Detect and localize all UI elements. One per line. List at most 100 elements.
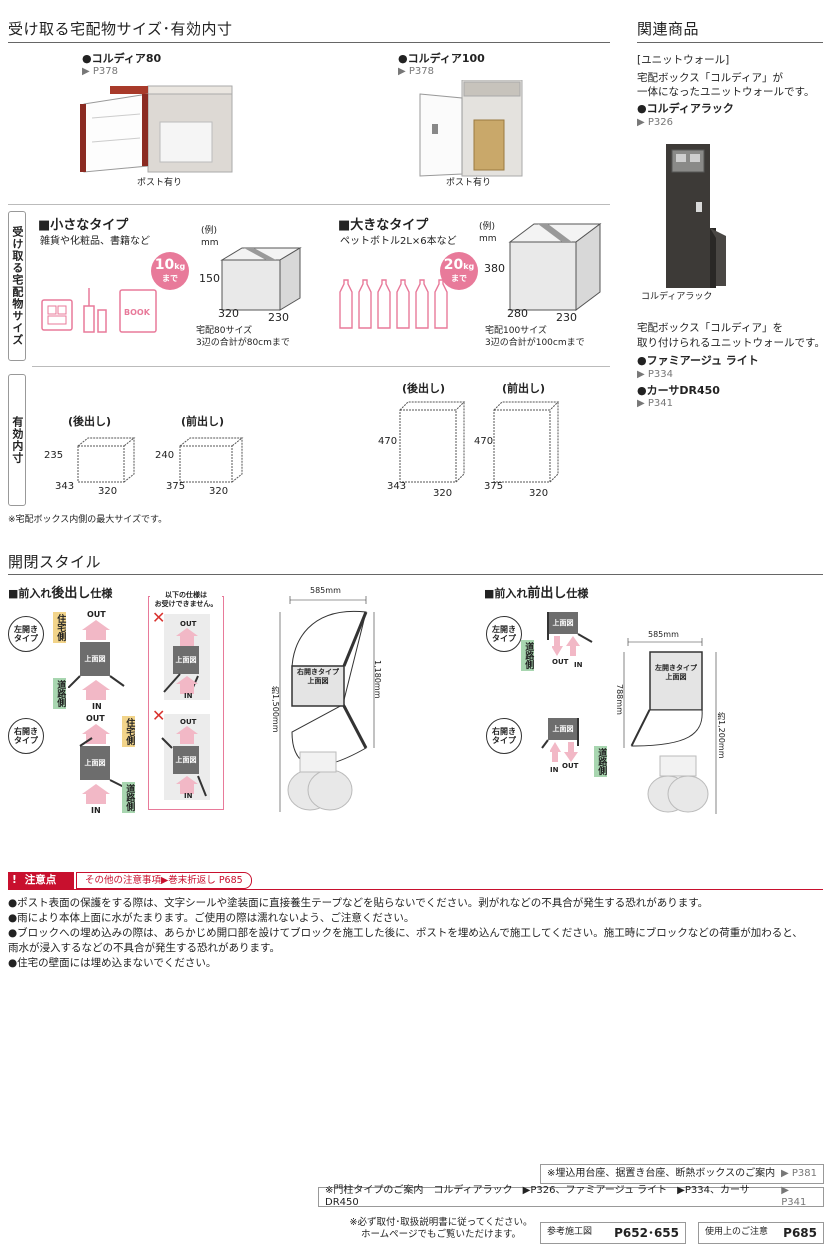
large-note: 3辺の合計が100cmまで	[485, 338, 585, 348]
inner80-front-d: 375	[166, 481, 186, 492]
footer-doc-line: ホームページでもご覧いただけます。	[360, 1229, 522, 1240]
house-side-tag: 住宅側	[53, 612, 67, 643]
related-desc: 宅配ボックス「コルディア」を	[637, 322, 783, 334]
title-part: 前出し	[527, 586, 567, 601]
top-view-box: 上面図	[173, 646, 199, 674]
plan-back-drawing	[279, 596, 375, 812]
small-type-sub: 雑貨や化粧品、書籍など	[40, 236, 150, 247]
ng-title-line: お受けできません。	[154, 600, 218, 608]
book-label: BOOK	[124, 308, 150, 317]
caution-item: 雨水が浸入するなどの不具合が発生する恐れがあります。	[8, 942, 280, 954]
product-image-80	[80, 85, 233, 173]
title-part: ■前入れ	[8, 587, 52, 600]
left-open-type-label: 左開き タイプ	[486, 616, 522, 652]
top-view-box: 上面図	[80, 642, 110, 676]
out-label: OUT	[552, 658, 569, 666]
plan-width-label: 585mm	[310, 586, 341, 595]
size-label: 受け取る宅配物サイズ	[8, 211, 26, 361]
plan-label-line: 上面図	[307, 676, 329, 685]
door-lines	[161, 737, 207, 797]
small-unit: mm	[201, 238, 219, 248]
footer-doc-note: ※必ず取付･取扱説明書に従ってください。 ホームページでもご覧いただけます。	[346, 1217, 536, 1241]
small-type-title: ■小さなタイプ	[38, 218, 129, 233]
plan-outer-height: 約1,200mm	[717, 712, 726, 759]
use-value[interactable]: P685	[783, 1225, 817, 1240]
ng-title: 以下の仕様は お受けできません。	[150, 591, 222, 609]
use-caution-box: 使用上のご注意 P685	[698, 1222, 824, 1244]
badge-sub: まで	[451, 274, 467, 283]
small-depth: 320	[218, 307, 239, 320]
rack-caption: コルディアラック	[641, 292, 713, 302]
inner100-back-label: (後出し)	[402, 382, 446, 395]
product-caption-80: ポスト有り	[137, 178, 183, 188]
ref-value[interactable]: P652･655	[614, 1225, 679, 1240]
footer-ref[interactable]: ▶ P381	[781, 1167, 817, 1179]
right-open-type-label: 右開き タイプ	[486, 718, 522, 754]
footer-ref[interactable]: ▶ P341	[781, 1184, 807, 1209]
inner100-back-d: 343	[387, 481, 407, 492]
plan-width-label: 585mm	[648, 630, 679, 639]
in-label: IN	[574, 661, 583, 669]
related-product-casa[interactable]: ●カーサDR450	[637, 384, 720, 397]
inner80-back-w: 320	[98, 486, 118, 497]
top-view-box: 上面図	[548, 718, 578, 740]
caution-label: 注意点	[24, 873, 57, 886]
small-box-illustration	[220, 247, 302, 311]
product-name-80[interactable]: ●コルディア80	[82, 52, 162, 65]
door-lines	[68, 675, 125, 688]
divider	[8, 42, 610, 43]
related-product-rack[interactable]: ●コルディアラック	[637, 102, 734, 115]
plan-label-line: 右開きタイプ	[297, 668, 339, 676]
section-title-open-style: 開閉スタイル	[8, 553, 102, 571]
inner80-back-d: 343	[55, 481, 75, 492]
related-group: [ユニットウォール]	[637, 54, 730, 66]
ng-cross-icon: ✕	[152, 706, 166, 725]
out-label: OUT	[562, 762, 579, 770]
product-name-100[interactable]: ●コルディア100	[398, 52, 485, 65]
footer-text: ※埋込用台座、据置き台座、断熱ボックスのご案内	[547, 1167, 776, 1179]
divider	[8, 889, 823, 890]
caution-item: ●ブロックへの埋め込みの際は、あらかじめ開口部を設けてブロックを施工した後に、ポ…	[8, 927, 803, 939]
ref-label: 参考施工図	[547, 1227, 593, 1238]
right-open-type-label: 右開き タイプ	[8, 718, 44, 754]
related-ref-rack[interactable]: ▶ P326	[637, 117, 673, 128]
title-part: ■前入れ	[484, 587, 528, 600]
in-label: IN	[550, 766, 559, 774]
inner100-front-h: 470	[474, 436, 494, 447]
exclamation-icon: !	[12, 873, 17, 886]
footer-row-1: ※埋込用台座、据置き台座、断熱ボックスのご案内 ▶ P381	[540, 1164, 824, 1184]
product-caption-100: ポスト有り	[446, 178, 492, 188]
large-rei: (例)	[479, 222, 496, 232]
road-side-tag: 道路側	[53, 678, 67, 709]
caution-link[interactable]: その他の注意事項▶巻末折返し P685	[76, 872, 252, 889]
badge-unit: kg	[463, 262, 475, 271]
inner80-front-box	[179, 437, 244, 483]
arrow-up-icon	[82, 784, 110, 804]
badge-unit: kg	[174, 262, 186, 271]
related-ref-casa[interactable]: ▶ P341	[637, 398, 673, 409]
product-ref-100[interactable]: ▶ P378	[398, 66, 434, 77]
related-product-famiage[interactable]: ●ファミアージュ ライト	[637, 354, 759, 367]
small-width: 230	[268, 311, 289, 324]
arrow-up-icon	[82, 680, 110, 700]
product-ref-80[interactable]: ▶ P378	[82, 66, 118, 77]
inner80-back-h: 235	[44, 450, 64, 461]
in-label: IN	[184, 792, 193, 800]
inner80-front-label: (前出し)	[181, 415, 225, 428]
inner80-front-h: 240	[155, 450, 175, 461]
section-title-sizes: 受け取る宅配物サイズ･有効内寸	[8, 20, 233, 38]
arrow-up-icon	[82, 620, 110, 640]
divider	[637, 42, 823, 43]
out-label: OUT	[180, 718, 197, 726]
door-lines	[79, 737, 127, 789]
divider	[8, 204, 610, 205]
related-ref-famiage[interactable]: ▶ P334	[637, 369, 673, 380]
in-label: IN	[92, 702, 102, 711]
road-side-tag: 道路側	[122, 782, 136, 813]
small-weight-badge: 10kg まで	[151, 252, 189, 290]
out-label: OUT	[86, 714, 105, 723]
plan-inner-height: 788mm	[615, 684, 624, 715]
inner80-back-box	[77, 437, 136, 483]
inner100-front-label: (前出し)	[502, 382, 546, 395]
plan-label-line: 左開きタイプ	[655, 664, 697, 672]
